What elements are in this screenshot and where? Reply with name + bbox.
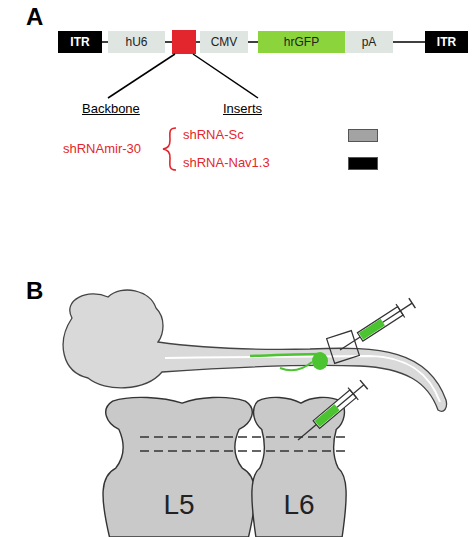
vertebra: L5 (100, 395, 258, 537)
nerve-fiber (250, 354, 322, 356)
insert-site (172, 30, 196, 54)
panel-letter: A (26, 3, 43, 31)
insert-name: shRNA-Sc (183, 127, 244, 142)
construct-element: ITR (425, 31, 468, 53)
legend-swatch (348, 157, 378, 170)
syringe (336, 296, 417, 356)
element-label: ITR (70, 36, 89, 49)
construct-element: hU6 (108, 31, 165, 53)
element-label: hU6 (125, 36, 147, 49)
element-label: ITR (437, 36, 456, 49)
zoom-square (327, 331, 360, 364)
vertebra: L6 (250, 395, 348, 537)
drg-ganglion (312, 352, 328, 370)
element-label: CMV (211, 36, 238, 49)
insert-bracket (163, 128, 176, 170)
section-heading: Backbone (82, 101, 140, 116)
panel-letter: B (26, 277, 43, 305)
vertebra-label: L6 (283, 490, 314, 519)
insert-name: shRNA-Nav1.3 (183, 155, 270, 170)
zoom-line (108, 54, 175, 98)
element-label: pA (362, 36, 377, 49)
construct-element: ITR (58, 31, 102, 53)
construct-element: CMV (200, 31, 248, 53)
construct-element: hrGFP (258, 31, 345, 53)
backbone-name: shRNAmir-30 (63, 141, 141, 156)
element-label: hrGFP (284, 36, 319, 49)
vertebra-label: L5 (163, 490, 194, 519)
cord-inner-line (165, 356, 440, 402)
brain-spinal-cord (63, 290, 446, 411)
zoom-line (193, 54, 258, 98)
construct-element: pA (345, 31, 393, 53)
nerve-fiber (280, 362, 312, 370)
legend-swatch (348, 129, 378, 142)
section-heading: Inserts (223, 101, 262, 116)
